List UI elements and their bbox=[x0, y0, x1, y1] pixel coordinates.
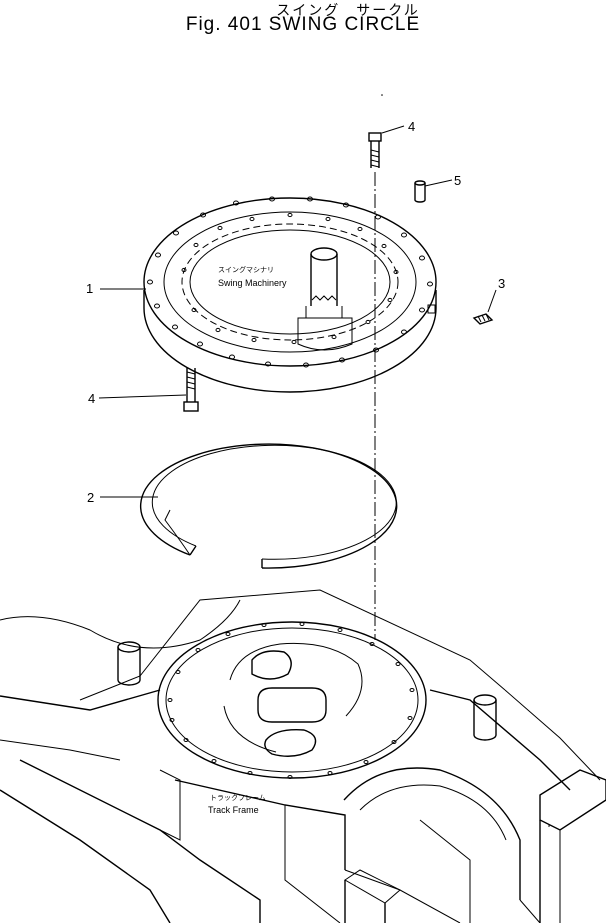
swing-circle-bearing bbox=[143, 196, 437, 393]
callout-5: 5 bbox=[454, 173, 461, 188]
figure-title: Fig. 401 SWING CIRCLE bbox=[185, 14, 421, 35]
swing-machinery-label: Swing Machinery bbox=[218, 278, 287, 288]
track-frame bbox=[0, 589, 606, 923]
bolt-top bbox=[368, 132, 382, 168]
swing-machinery-label-japanese: スイングマシナリ bbox=[218, 265, 274, 274]
track-frame-label-japanese: トラックフレーム bbox=[210, 794, 266, 802]
callout-leaders bbox=[98, 125, 497, 498]
callout-3: 3 bbox=[498, 276, 505, 291]
figure-title-japanese: スイング サークル bbox=[276, 3, 420, 19]
swing-machinery-pinion bbox=[297, 247, 353, 351]
stray-mark bbox=[548, 825, 550, 827]
grease-fitting bbox=[472, 313, 494, 325]
track-frame-label: Track Frame bbox=[208, 805, 259, 815]
callout-4-bottom: 4 bbox=[88, 391, 95, 406]
callout-4-top: 4 bbox=[408, 119, 415, 134]
callout-2: 2 bbox=[87, 490, 94, 505]
bolt-bottom bbox=[183, 368, 199, 412]
callout-1: 1 bbox=[86, 281, 93, 296]
stray-mark bbox=[381, 94, 383, 96]
frame-post-left bbox=[117, 641, 141, 686]
frame-post-right bbox=[473, 694, 497, 741]
seal-ring bbox=[140, 443, 398, 569]
dowel-pin bbox=[414, 180, 426, 203]
